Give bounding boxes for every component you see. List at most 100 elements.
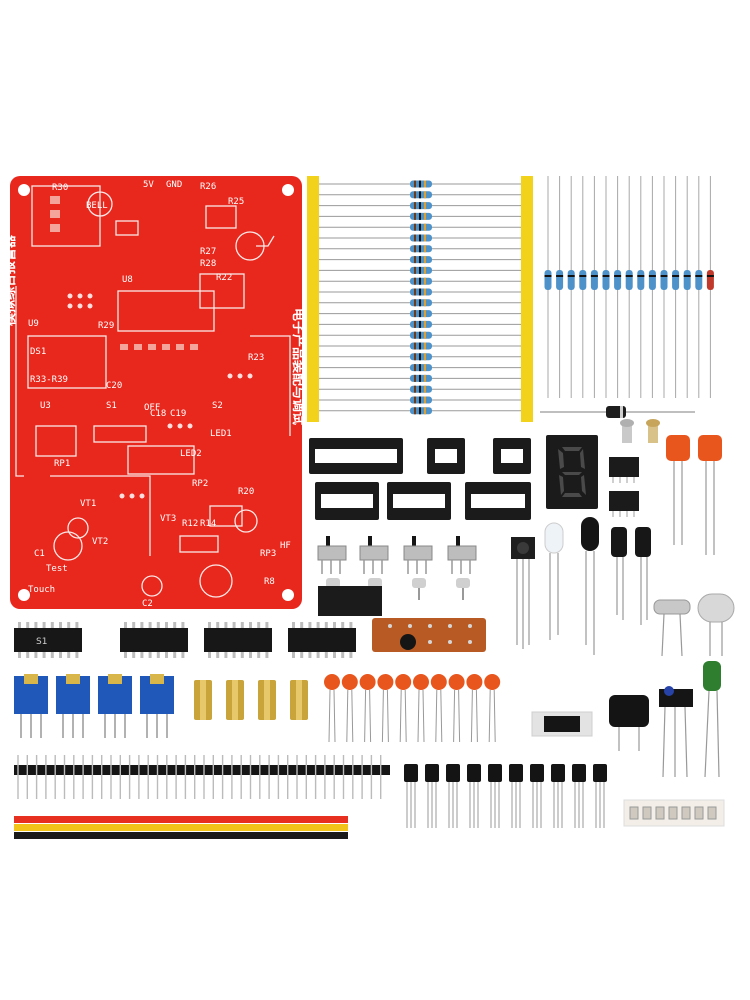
mounting-hole	[18, 589, 30, 601]
loose-resistor	[672, 270, 680, 290]
label-u3: U3	[40, 401, 51, 411]
loose-resistor	[556, 270, 564, 290]
resistor	[410, 407, 432, 415]
loose-resistor	[683, 270, 691, 290]
brass-standoff	[290, 680, 308, 720]
mounting-hole	[282, 184, 294, 196]
resistor	[410, 385, 432, 393]
loose-resistor	[637, 270, 645, 290]
label-r30: R30	[52, 183, 68, 193]
board-subtitle: 电子产品装配与调试	[290, 308, 302, 425]
label-5v: 5V	[143, 180, 154, 190]
resistor	[410, 234, 432, 242]
loose-resistor	[648, 270, 656, 290]
transistor	[404, 764, 418, 828]
label-c20: C20	[106, 381, 122, 391]
button-module	[372, 618, 486, 652]
ceramic-capacitor	[324, 674, 340, 743]
loose-resistors	[544, 176, 714, 398]
transistor	[488, 764, 502, 828]
brass-standoff	[258, 680, 276, 720]
dip-chip	[288, 622, 356, 658]
segment-digit-icon	[558, 447, 586, 497]
slide-switch	[447, 536, 477, 600]
crystal-and-microphone	[653, 593, 735, 657]
dip-chip	[204, 622, 272, 658]
trimmer	[56, 674, 90, 738]
smd-component	[629, 806, 639, 820]
label-r14: R14	[200, 519, 216, 529]
label-r29: R29	[98, 321, 114, 331]
transistor	[593, 764, 607, 828]
label-gnd: GND	[166, 180, 182, 190]
transistor	[446, 764, 460, 828]
ceramic-capacitor	[359, 674, 376, 743]
trimmer	[98, 674, 132, 738]
loose-resistor	[625, 270, 633, 290]
smd-ic	[531, 711, 593, 737]
ceramic-capacitor	[448, 674, 465, 743]
label-c19: C19	[170, 409, 186, 419]
slide-switch	[403, 536, 433, 600]
transistor	[467, 764, 481, 828]
resistor	[410, 212, 432, 220]
smd-component	[694, 806, 704, 820]
label-test: Test	[46, 564, 68, 574]
ic-sockets	[309, 438, 531, 520]
board-title: 模拟综合报警器	[10, 234, 18, 326]
mounting-hole	[18, 184, 30, 196]
resistor	[410, 191, 432, 199]
mounting-hole	[282, 589, 294, 601]
label-led2: LED2	[180, 449, 202, 459]
label-bell: BELL	[86, 201, 108, 211]
label-u8: U8	[122, 275, 133, 285]
ceramic-capacitors	[324, 674, 501, 743]
resistor	[410, 374, 432, 382]
seven-segment-display	[546, 435, 598, 509]
resistor-tape	[307, 176, 533, 422]
loose-resistor	[614, 270, 622, 290]
dip-chip	[120, 622, 188, 658]
buzzer-and-sensors	[609, 661, 721, 778]
trimmer-potentiometers	[14, 674, 174, 738]
label-s2: S2	[212, 401, 223, 411]
ceramic-capacitor	[430, 674, 447, 743]
resistor	[410, 256, 432, 264]
leds-and-capacitors	[511, 517, 651, 655]
trimmer	[14, 674, 48, 738]
label-r22: R22	[216, 273, 232, 283]
smd-component-strip	[623, 799, 725, 827]
label-r28: R28	[200, 259, 216, 269]
resistor	[410, 180, 432, 188]
smd-component	[668, 806, 678, 820]
resistor	[410, 396, 432, 404]
resistor	[410, 342, 432, 350]
label-touch: Touch	[28, 585, 55, 595]
label-hf: HF	[280, 541, 291, 551]
transistor	[530, 764, 544, 828]
label-vt3: VT3	[160, 514, 176, 524]
resistor	[410, 364, 432, 372]
resistor	[410, 331, 432, 339]
small-ics	[609, 457, 639, 517]
label-r33-r39: R33-R39	[30, 375, 68, 385]
label-vt2: VT2	[92, 537, 108, 547]
label-u9: U9	[28, 319, 39, 329]
dip-chip	[14, 622, 82, 658]
loose-resistor	[567, 270, 575, 290]
loose-resistor	[695, 270, 703, 290]
label-c2: C2	[142, 599, 153, 609]
transistor	[572, 764, 586, 828]
label-r26: R26	[200, 182, 216, 192]
film-capacitors	[620, 419, 722, 555]
resistor	[410, 277, 432, 285]
resistor	[410, 245, 432, 253]
resistor	[410, 288, 432, 296]
pin-header	[14, 755, 390, 799]
smd-component	[642, 806, 652, 820]
smd-component	[681, 806, 691, 820]
label-off: OFF	[144, 403, 160, 413]
brass-standoff	[194, 680, 212, 720]
trimmer	[140, 674, 174, 738]
label-led1: LED1	[210, 429, 232, 439]
